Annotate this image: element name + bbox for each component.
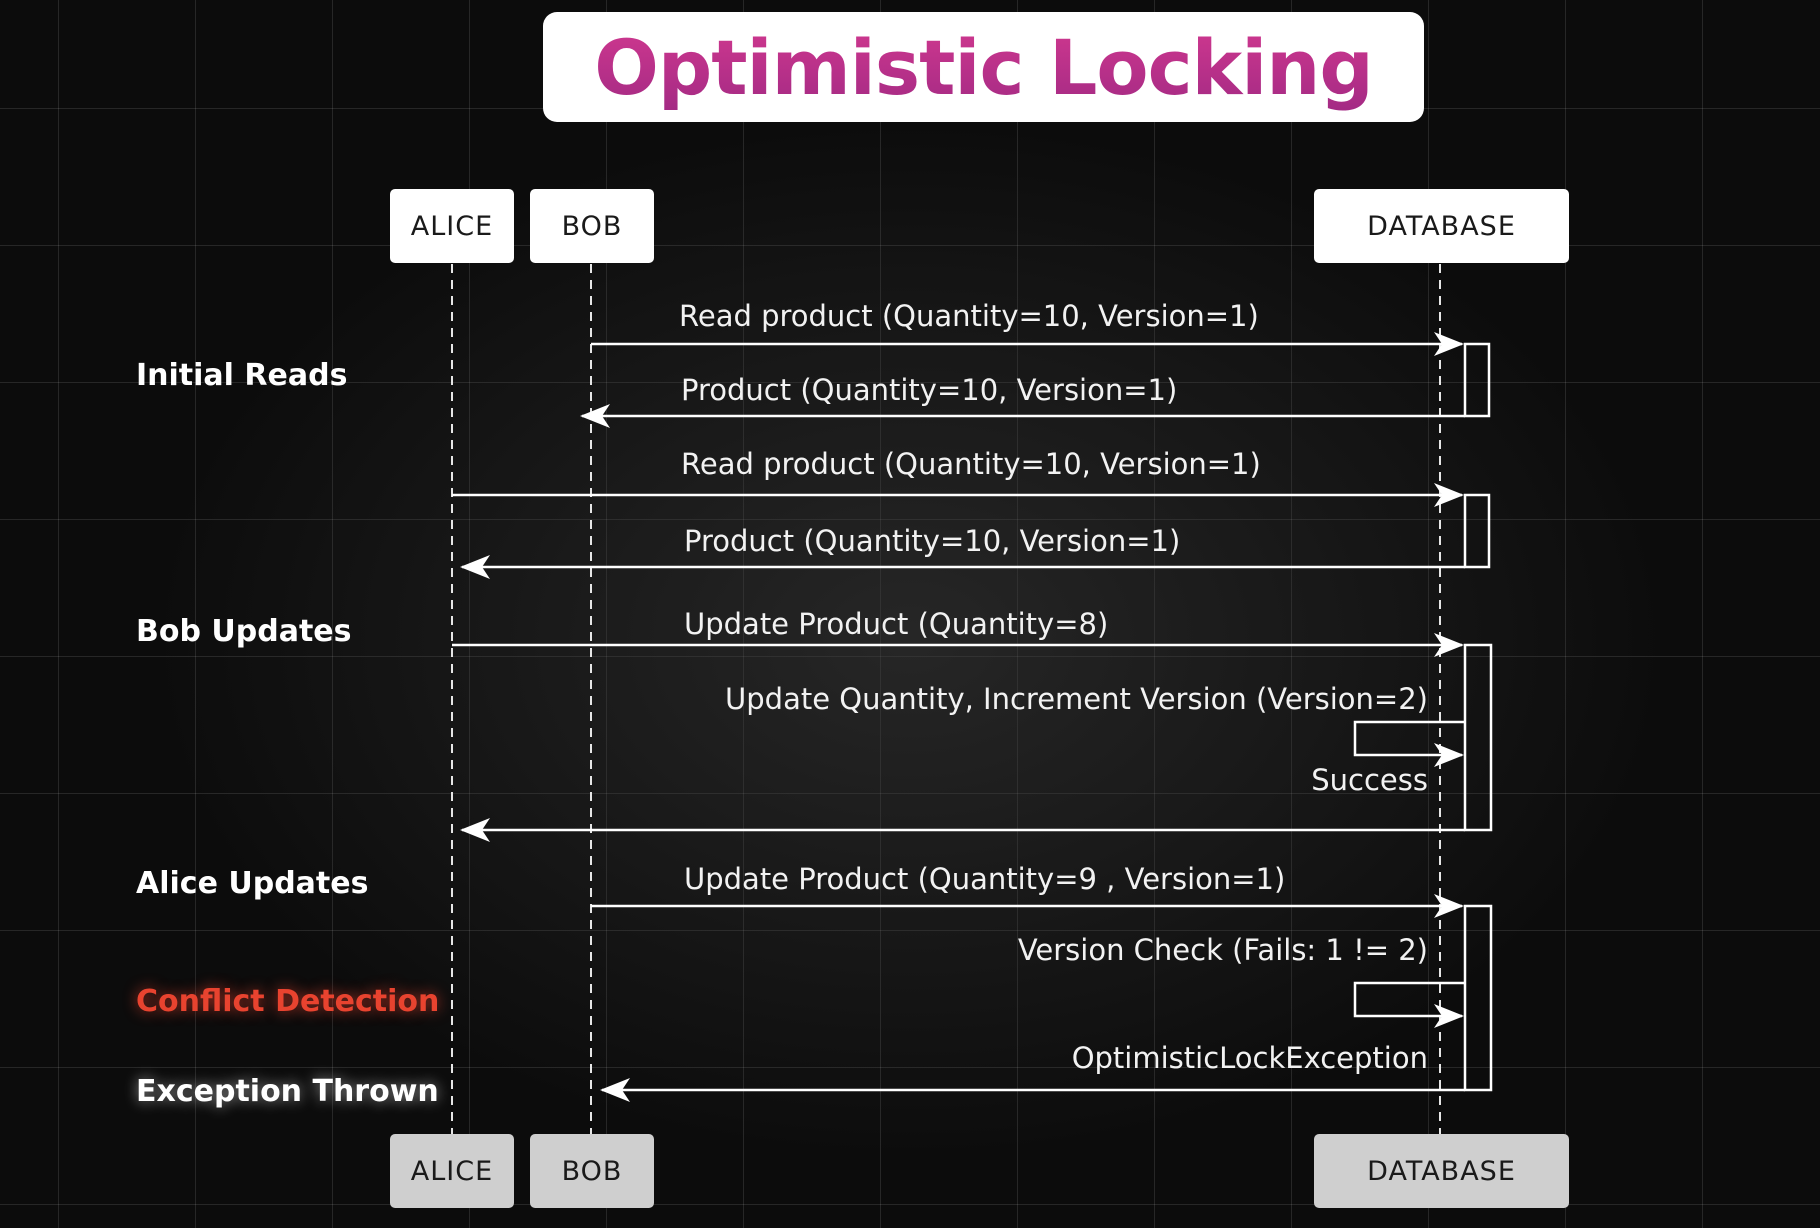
message-label: Version Check (Fails: 1 != 2): [1018, 933, 1428, 967]
actor-bob-bottom: BOB: [530, 1134, 654, 1208]
phase-alice-updates: Alice Updates: [136, 866, 369, 901]
message-label: Update Quantity, Increment Version (Vers…: [725, 682, 1428, 716]
actor-alice-bottom: ALICE: [390, 1134, 514, 1208]
arrow-self-version-check: [1353, 981, 1465, 1028]
phase-conflict-detection: Conflict Detection: [136, 984, 440, 1019]
message-label: Read product (Quantity=10, Version=1): [681, 447, 1261, 481]
message-label: Product (Quantity=10, Version=1): [684, 524, 1180, 558]
title-banner: Optimistic Locking: [543, 12, 1424, 122]
message-label: Update Product (Quantity=8): [684, 607, 1108, 641]
actor-alice-top: ALICE: [390, 189, 514, 263]
message-label: Read product (Quantity=10, Version=1): [679, 299, 1259, 333]
actor-database-top: DATABASE: [1314, 189, 1569, 263]
actor-bob-top: BOB: [530, 189, 654, 263]
actor-database-bottom: DATABASE: [1314, 1134, 1569, 1208]
activation-box: [1463, 342, 1491, 418]
message-label: OptimisticLockException: [1072, 1041, 1428, 1075]
message-label: Update Product (Quantity=9 , Version=1): [684, 862, 1285, 896]
activation-box: [1463, 493, 1491, 569]
phase-bob-updates: Bob Updates: [136, 614, 352, 649]
phase-initial-reads: Initial Reads: [136, 358, 348, 393]
arrow-self-update: [1353, 720, 1465, 767]
message-label: Product (Quantity=10, Version=1): [681, 373, 1177, 407]
phase-exception-thrown: Exception Thrown: [136, 1074, 439, 1109]
diagram-title: Optimistic Locking: [594, 22, 1374, 112]
message-label: Success: [1311, 763, 1428, 797]
activation-box: [1463, 904, 1493, 1092]
activation-box: [1463, 643, 1493, 832]
